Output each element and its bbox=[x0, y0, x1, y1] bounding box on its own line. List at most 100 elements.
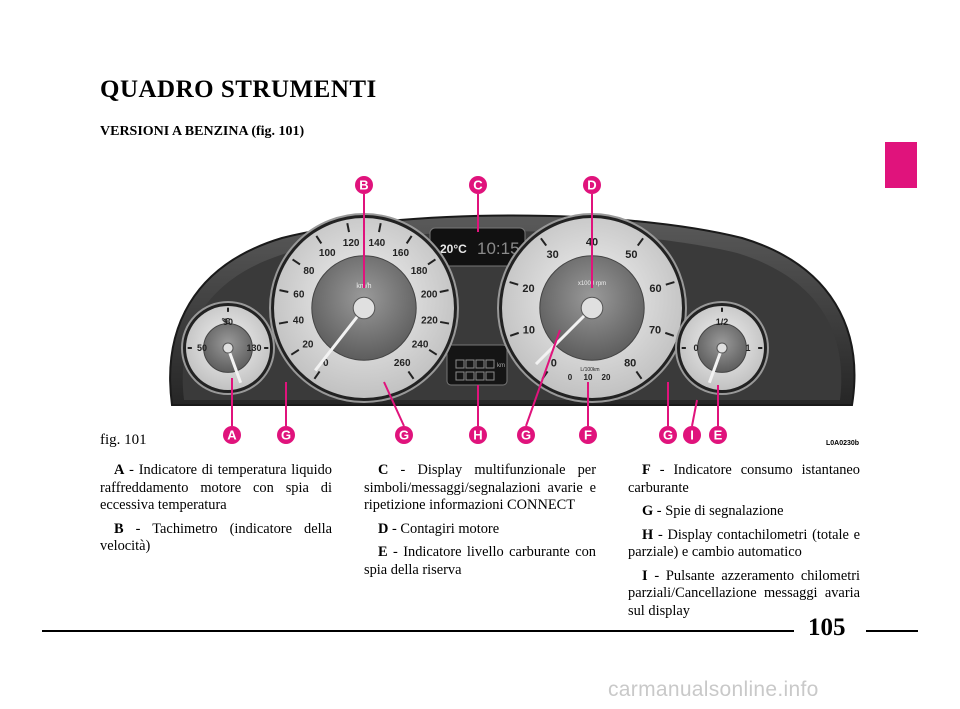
speedometer-hub bbox=[352, 296, 376, 320]
legend-item-d: D - Contagiri motore bbox=[378, 520, 500, 537]
speedometer-tick bbox=[439, 320, 450, 325]
callout-badge bbox=[277, 426, 295, 444]
speedometer-tick bbox=[428, 348, 438, 356]
callout-badge bbox=[223, 426, 241, 444]
tachometer-hub bbox=[580, 296, 604, 320]
callout-badge bbox=[355, 176, 373, 194]
page-number: 105 bbox=[808, 614, 846, 641]
speedometer-tick-label: 40 bbox=[293, 316, 305, 327]
speedometer-tick-label: 240 bbox=[412, 339, 429, 350]
speedometer-tick bbox=[290, 348, 300, 356]
callout-label: B bbox=[359, 178, 368, 193]
speedometer-tick-label: 220 bbox=[421, 316, 438, 327]
speedometer-tick-label: 140 bbox=[369, 238, 386, 249]
footer-rule-right bbox=[866, 630, 918, 632]
legend-column-1: A - Indicatore di temperatura liquido ra… bbox=[100, 462, 332, 562]
speedometer-tick bbox=[439, 289, 449, 293]
tachometer-tick-label: 10 bbox=[523, 324, 535, 336]
speedometer-tick-label: 180 bbox=[411, 266, 428, 277]
speedometer-tick-label: 80 bbox=[303, 266, 315, 277]
figure-caption: fig. 101 bbox=[100, 432, 147, 448]
callout-badge bbox=[659, 426, 677, 444]
legend-item-f: F - Indicatore consumo istantaneo carbur… bbox=[628, 462, 860, 496]
legend-item-i: I - Pulsante azzeramento chilometri parz… bbox=[628, 567, 860, 619]
speedometer-tick bbox=[427, 258, 436, 266]
callout-label: H bbox=[473, 428, 482, 443]
tachometer-tick bbox=[540, 237, 548, 247]
callout-label: G bbox=[399, 428, 409, 443]
callout-label: G bbox=[663, 428, 673, 443]
legend-item-c: C - Display multifunzionale per simboli/… bbox=[364, 462, 596, 513]
callout-label: G bbox=[281, 428, 291, 443]
consumption-unit: L/100km bbox=[580, 367, 599, 373]
tachometer-tick-label: 0 bbox=[551, 357, 557, 369]
speedometer-tick-label: 0 bbox=[323, 358, 329, 369]
temperature-gauge-tick-label: 90 bbox=[223, 317, 233, 327]
callout-badge bbox=[469, 176, 487, 194]
display-temperature: 20°C bbox=[440, 242, 467, 256]
callout-badge bbox=[683, 426, 701, 444]
legend-item-h: H - Display contachilometri (totale e pa… bbox=[628, 526, 860, 561]
legend-item-a: A - Indicatore di temperatura liquido ra… bbox=[100, 462, 332, 513]
callout-label: D bbox=[587, 178, 596, 193]
tachometer-tick-label: 30 bbox=[546, 249, 558, 261]
figure-code: L0A0230b bbox=[826, 440, 860, 447]
temperature-symbol: °C bbox=[222, 317, 231, 326]
tachometer-tick-label: 70 bbox=[649, 324, 661, 336]
tachometer-tick-label: 60 bbox=[649, 283, 661, 295]
speedometer-tick bbox=[279, 289, 289, 293]
fuel-gauge-hub bbox=[716, 342, 728, 354]
speedometer-tick bbox=[346, 223, 351, 233]
legend-column-2: C - Display multifunzionale per simboli/… bbox=[364, 462, 596, 585]
tachometer-tick bbox=[664, 331, 675, 337]
speedometer-tick bbox=[278, 320, 289, 325]
page-title: QUADRO STRUMENTI bbox=[100, 76, 377, 103]
tachometer-tick-label: 80 bbox=[624, 357, 636, 369]
speedometer-tick bbox=[377, 223, 382, 233]
callout-label: I bbox=[690, 428, 694, 443]
temperature-gauge-hub bbox=[222, 342, 234, 354]
tachometer-tick bbox=[635, 370, 643, 380]
tachometer-tick bbox=[636, 237, 644, 247]
speedometer-tick-label: 260 bbox=[394, 358, 411, 369]
callout-line bbox=[525, 329, 561, 427]
callout-badge bbox=[395, 426, 413, 444]
tachometer-tick-label: 20 bbox=[522, 283, 534, 295]
speedometer-tick bbox=[405, 235, 413, 244]
tachometer-tick-label: 50 bbox=[625, 249, 637, 261]
callout-badge bbox=[579, 426, 597, 444]
speedometer-needle bbox=[314, 307, 366, 372]
tachometer-tick bbox=[509, 281, 519, 286]
consumption-tick-label: 0 bbox=[568, 373, 573, 382]
callout-label: E bbox=[714, 428, 723, 443]
speedometer-tick-label: 200 bbox=[421, 290, 438, 301]
fuel-gauge-tick-label: 1 bbox=[746, 343, 751, 353]
temperature-gauge-tick-label: 50 bbox=[197, 343, 207, 353]
legend-item-g: G - Spie di segnalazione bbox=[642, 503, 784, 519]
callout-label: C bbox=[473, 178, 483, 193]
callout-label: F bbox=[584, 428, 592, 443]
speedometer-tick-label: 120 bbox=[343, 238, 360, 249]
callout-badge bbox=[709, 426, 727, 444]
speedometer-tick bbox=[313, 370, 321, 380]
tachometer-tick bbox=[509, 331, 520, 337]
legend-item-e: E - Indicatore livello carburante con sp… bbox=[364, 544, 596, 578]
speedometer-tick-label: 60 bbox=[293, 290, 305, 301]
legend-item-b: B - Tachimetro (indicatore della velocit… bbox=[100, 520, 332, 555]
temperature-gauge-needle bbox=[226, 347, 243, 384]
callout-badge bbox=[469, 426, 487, 444]
odometer-unit: km bbox=[497, 363, 505, 369]
speedometer-tick bbox=[407, 370, 415, 380]
fuel-gauge-tick-label: 1/2 bbox=[716, 317, 729, 327]
legend-column-3: F - Indicatore consumo istantaneo carbur… bbox=[628, 462, 860, 626]
fuel-gauge: 01/21 bbox=[675, 301, 769, 395]
speedometer-tick bbox=[292, 258, 301, 266]
callout-label: A bbox=[227, 428, 237, 443]
speedometer-tick bbox=[315, 235, 323, 244]
speedometer-tick-label: 160 bbox=[392, 248, 409, 259]
speedometer: 020406080100120140160180200220240260km/h bbox=[269, 213, 459, 403]
